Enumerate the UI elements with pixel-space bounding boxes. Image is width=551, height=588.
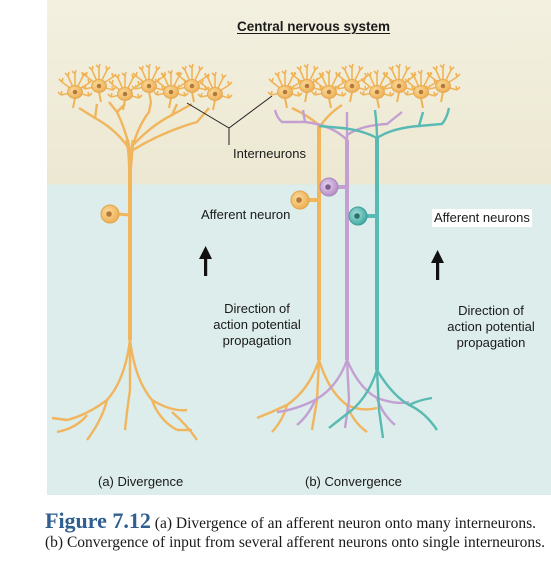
purple-afferent xyxy=(337,140,349,360)
orange-afferent xyxy=(309,125,321,360)
interneurons-pointer xyxy=(186,95,273,145)
cns-title: Central nervous system xyxy=(237,19,391,34)
panel-b-convergence xyxy=(256,104,451,439)
teal-afferent xyxy=(367,138,379,370)
interneuron-row xyxy=(57,63,461,111)
interneuron xyxy=(107,71,143,111)
afferent-dendrites-a xyxy=(51,339,198,441)
interneurons-label: Interneurons xyxy=(233,146,306,161)
caption-text: (a) Divergence of an afferent neuron ont… xyxy=(45,515,546,551)
interneuron xyxy=(403,69,439,109)
interneuron xyxy=(197,71,233,111)
afferent-neuron-label: Afferent neuron xyxy=(201,207,291,222)
interneuron xyxy=(381,63,417,103)
direction-arrow-a xyxy=(199,246,212,276)
interneuron xyxy=(334,63,370,103)
panel-a-divergence xyxy=(51,101,210,441)
interneuron xyxy=(81,63,117,103)
interneuron xyxy=(57,69,93,109)
caption-number: Figure 7.12 xyxy=(45,508,151,533)
interneuron xyxy=(311,69,347,109)
interneuron xyxy=(359,69,395,109)
neuron-diagram: Central nervous system Interneurons Affe… xyxy=(47,0,551,500)
direction-label-a: Direction of action potential propagatio… xyxy=(213,301,301,348)
interneuron xyxy=(289,63,325,103)
direction-arrow-b xyxy=(431,250,444,280)
interneuron xyxy=(425,63,461,103)
panel-b-label: (b) Convergence xyxy=(305,474,402,489)
afferent-neurons-label: Afferent neurons xyxy=(432,209,532,227)
figure-caption: Figure 7.12 (a) Divergence of an afferen… xyxy=(45,510,546,552)
axon-branches-a xyxy=(78,101,210,152)
diagram-svg xyxy=(47,0,551,495)
direction-label-b: Direction of action potential propagatio… xyxy=(447,303,535,350)
panel-a-label: (a) Divergence xyxy=(98,474,184,489)
